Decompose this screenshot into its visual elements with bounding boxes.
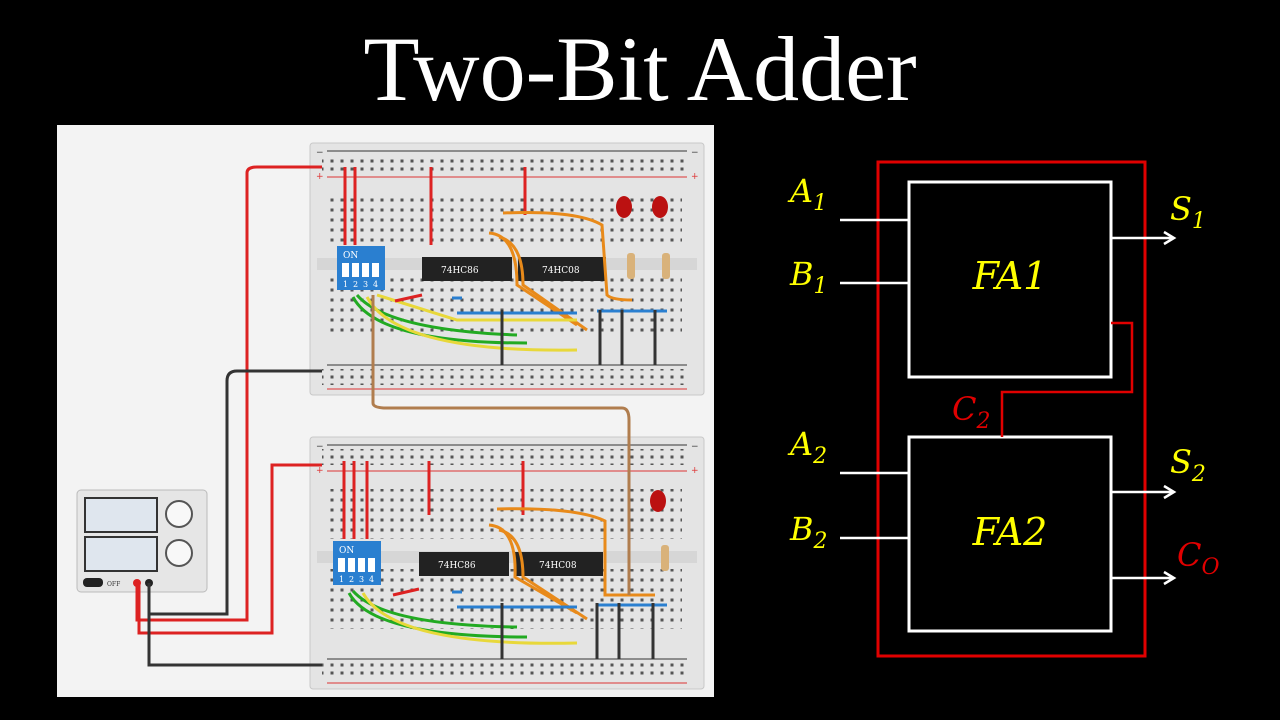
svg-text:−: − — [691, 442, 699, 452]
svg-text:−: − — [316, 442, 324, 452]
dip-switch-on-label: ON — [343, 251, 358, 261]
input-lines — [840, 218, 909, 540]
page-title: Two-Bit Adder — [363, 18, 917, 120]
svg-text:+: + — [316, 172, 324, 182]
svg-text:+: + — [316, 466, 324, 476]
chip-label: 74HC08 — [542, 266, 580, 276]
fa1-block — [907, 180, 1113, 379]
chip-74hc08-1: 74HC08 — [518, 257, 606, 281]
chip-74hc08-2: 74HC08 — [515, 552, 603, 576]
input-a1-label: A1 — [787, 172, 827, 216]
svg-text:+: + — [691, 466, 699, 476]
full-adder-block-diagram: FA1 FA2 A1 B1 A2 B2 S1 S2 — [740, 140, 1260, 680]
chip-label: 74HC86 — [438, 561, 476, 571]
led-1 — [616, 196, 632, 218]
fa2-label: FA2 — [972, 510, 1048, 554]
svg-text:2: 2 — [349, 575, 354, 584]
power-supply: OFF — [76, 489, 208, 593]
breadboard-circuit-panel: − + − + ON 1 2 3 4 74HC86 — [57, 125, 714, 697]
breadboard-2: − + − + ON 1 2 3 4 74HC86 7 — [309, 436, 705, 690]
svg-text:−: − — [691, 148, 699, 158]
output-arrows — [1111, 230, 1177, 586]
input-b1-label: B1 — [789, 255, 828, 299]
carry-c2-label: C2 — [952, 390, 990, 434]
dip-switch-on-label: ON — [339, 546, 354, 556]
svg-text:3: 3 — [363, 280, 368, 289]
svg-text:+: + — [691, 172, 699, 182]
carry-wire — [371, 295, 631, 595]
svg-text:1: 1 — [339, 575, 344, 584]
wires-board-1 — [343, 167, 667, 365]
carry-line — [1000, 321, 1134, 437]
chip-74hc86-1: 74HC86 — [422, 257, 512, 281]
led-2 — [652, 196, 668, 218]
wires-board-2 — [342, 461, 667, 659]
output-s1-label: S1 — [1170, 190, 1206, 234]
resistor-3 — [661, 545, 669, 571]
chip-label: 74HC08 — [539, 561, 577, 571]
carry-out-label: CO — [1177, 536, 1220, 580]
output-s2-label: S2 — [1170, 443, 1206, 487]
input-a2-label: A2 — [787, 425, 827, 469]
resistor-2 — [662, 253, 670, 279]
breadboard-1: − + − + ON 1 2 3 4 74HC86 — [309, 142, 705, 396]
led-3 — [650, 490, 666, 512]
power-wires — [135, 165, 322, 667]
svg-text:4: 4 — [373, 280, 378, 289]
psu-switch-label: OFF — [107, 581, 120, 588]
svg-text:1: 1 — [343, 280, 348, 289]
resistor-1 — [627, 253, 635, 279]
dip-switch-1: ON 1 2 3 4 — [337, 246, 385, 290]
svg-text:4: 4 — [369, 575, 374, 584]
chip-74hc86-2: 74HC86 — [419, 552, 509, 576]
svg-text:−: − — [316, 148, 324, 158]
adder-frame — [876, 160, 1147, 658]
svg-text:3: 3 — [359, 575, 364, 584]
chip-label: 74HC86 — [441, 266, 479, 276]
fa2-block — [907, 435, 1113, 633]
dip-switch-2: ON 1 2 3 4 — [333, 541, 381, 585]
fa1-label: FA1 — [972, 254, 1048, 298]
svg-text:2: 2 — [353, 280, 358, 289]
input-b2-label: B2 — [789, 510, 828, 554]
breadboard-circuit-image: − + − + ON 1 2 3 4 74HC86 — [76, 142, 705, 690]
